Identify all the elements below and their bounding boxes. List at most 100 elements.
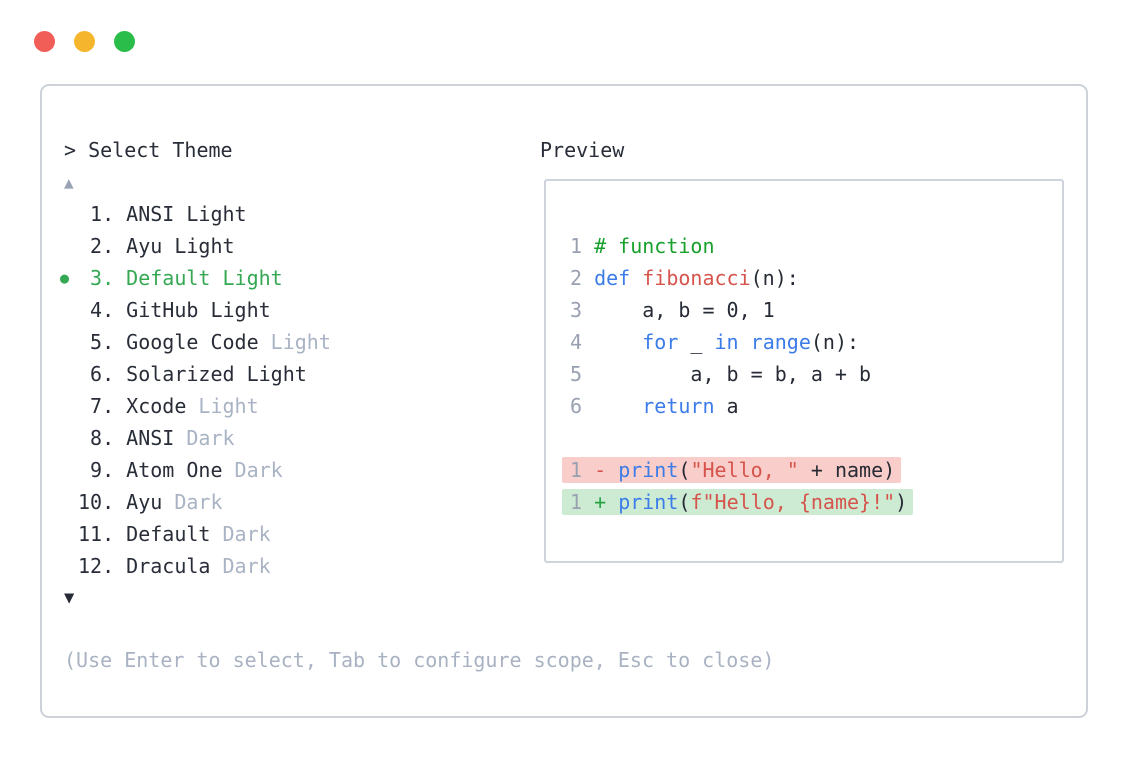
scroll-up-icon[interactable]: ▲ bbox=[64, 173, 74, 192]
theme-item-label: Default Light bbox=[114, 266, 283, 290]
theme-item-label: GitHub Light bbox=[114, 298, 271, 322]
theme-item-variant-label: Dark bbox=[210, 522, 271, 546]
theme-item[interactable]: 11. Default Dark bbox=[78, 518, 331, 550]
theme-item[interactable]: 5. Google Code Light bbox=[78, 326, 331, 358]
prompt-label: > Select Theme bbox=[64, 138, 233, 162]
code-token: # function bbox=[594, 234, 715, 258]
minimize-button[interactable] bbox=[74, 31, 95, 52]
code-token: _ bbox=[678, 330, 715, 354]
theme-item[interactable]: 1. ANSI Light bbox=[78, 198, 331, 230]
theme-item[interactable]: ● 3. Default Light bbox=[60, 262, 331, 294]
theme-item[interactable]: 8. ANSI Dark bbox=[78, 422, 331, 454]
line-number: 3 bbox=[570, 298, 595, 322]
code-token: ( bbox=[678, 490, 691, 514]
theme-item-variant-label: Dark bbox=[222, 458, 283, 482]
theme-item-label: ANSI Light bbox=[114, 202, 247, 226]
theme-item-number: 8. bbox=[78, 426, 115, 450]
diff-added-sign: + bbox=[594, 490, 619, 514]
code-token: + name) bbox=[798, 458, 896, 482]
code-line: 5 a, b = b, a + b bbox=[570, 358, 1062, 390]
theme-item-number: 5. bbox=[78, 330, 115, 354]
theme-item-label: Xcode bbox=[114, 394, 187, 418]
theme-picker-panel: > Select Theme Preview ▲ 1. ANSI Light 2… bbox=[40, 84, 1088, 718]
code-token: def bbox=[594, 266, 631, 290]
diff-removed-sign: - bbox=[594, 458, 619, 482]
code-token: return bbox=[642, 394, 715, 418]
line-number: 2 bbox=[570, 266, 595, 290]
theme-item-label: ANSI bbox=[114, 426, 175, 450]
code-token: (n): bbox=[810, 330, 860, 354]
theme-item-label: Google Code bbox=[114, 330, 259, 354]
code-token: ) bbox=[895, 490, 908, 514]
theme-item-label: Ayu bbox=[114, 490, 163, 514]
footer-hint: (Use Enter to select, Tab to configure s… bbox=[64, 648, 775, 672]
theme-item-label: Atom One bbox=[114, 458, 223, 482]
line-number: 1 bbox=[570, 458, 595, 482]
theme-item-number: 2. bbox=[78, 234, 115, 258]
theme-item[interactable]: 10. Ayu Dark bbox=[78, 486, 331, 518]
line-number: 1 bbox=[570, 490, 595, 514]
code-token bbox=[739, 330, 751, 354]
line-number: 4 bbox=[570, 330, 595, 354]
theme-item-number: 7. bbox=[78, 394, 115, 418]
theme-item-variant-label: Dark bbox=[210, 554, 271, 578]
diff-line: 1 + print(f"Hello, {name}!") bbox=[562, 486, 1062, 518]
theme-item-label: Ayu Light bbox=[114, 234, 235, 258]
code-token: print bbox=[618, 490, 679, 514]
code-line bbox=[570, 422, 1062, 454]
code-token: ( bbox=[678, 458, 691, 482]
theme-item[interactable]: 7. Xcode Light bbox=[78, 390, 331, 422]
theme-item-label: Solarized Light bbox=[114, 362, 307, 386]
code-token: fibonacci bbox=[642, 266, 751, 290]
diff-line: 1 - print("Hello, " + name) bbox=[562, 454, 1062, 486]
window-controls bbox=[34, 31, 135, 52]
theme-item-number: 10. bbox=[78, 490, 115, 514]
theme-item-number: 6. bbox=[78, 362, 115, 386]
theme-item[interactable]: 12. Dracula Dark bbox=[78, 550, 331, 582]
code-token: range bbox=[750, 330, 811, 354]
theme-item[interactable]: 2. Ayu Light bbox=[78, 230, 331, 262]
theme-item-variant-label: Light bbox=[186, 394, 259, 418]
code-line: 4 for _ in range(n): bbox=[570, 326, 1062, 358]
theme-item[interactable]: 9. Atom One Dark bbox=[78, 454, 331, 486]
code-token: in bbox=[714, 330, 739, 354]
code-token: a bbox=[714, 394, 739, 418]
maximize-button[interactable] bbox=[114, 31, 135, 52]
theme-list: 1. ANSI Light 2. Ayu Light● 3. Default L… bbox=[60, 198, 331, 582]
theme-item-label: Dracula bbox=[114, 554, 211, 578]
line-number: 5 bbox=[570, 362, 595, 386]
code-token: a, b = b, a + b bbox=[594, 362, 872, 386]
code-token: (n): bbox=[750, 266, 799, 290]
theme-item-number: 3. bbox=[78, 266, 115, 290]
theme-item-number: 4. bbox=[78, 298, 115, 322]
code-line: 3 a, b = 0, 1 bbox=[570, 294, 1062, 326]
preview-title: Preview bbox=[540, 138, 625, 162]
code-token bbox=[594, 330, 642, 354]
code-token: print bbox=[618, 458, 679, 482]
code-token: "Hello, " bbox=[690, 458, 799, 482]
theme-item-number: 1. bbox=[78, 202, 115, 226]
theme-item[interactable]: 4. GitHub Light bbox=[78, 294, 331, 326]
theme-item[interactable]: 6. Solarized Light bbox=[78, 358, 331, 390]
line-number: 6 bbox=[570, 394, 595, 418]
line-number: 1 bbox=[570, 234, 595, 258]
close-button[interactable] bbox=[34, 31, 55, 52]
theme-item-number: 12. bbox=[78, 554, 115, 578]
code-token: for bbox=[642, 330, 679, 354]
theme-item-label: Default bbox=[114, 522, 211, 546]
theme-item-number: 11. bbox=[78, 522, 115, 546]
code-token: f"Hello, {name}!" bbox=[690, 490, 896, 514]
code-line: 1 # function bbox=[570, 230, 1062, 262]
scroll-down-icon[interactable]: ▼ bbox=[64, 588, 75, 608]
code-token bbox=[630, 266, 642, 290]
theme-item-variant-label: Dark bbox=[174, 426, 235, 450]
code-line: 6 return a bbox=[570, 390, 1062, 422]
theme-item-variant-label: Dark bbox=[162, 490, 223, 514]
code-line: 2 def fibonacci(n): bbox=[570, 262, 1062, 294]
theme-item-number: 9. bbox=[78, 458, 115, 482]
theme-item-variant-label: Light bbox=[258, 330, 331, 354]
code-token: a, b = 0, 1 bbox=[594, 298, 775, 322]
